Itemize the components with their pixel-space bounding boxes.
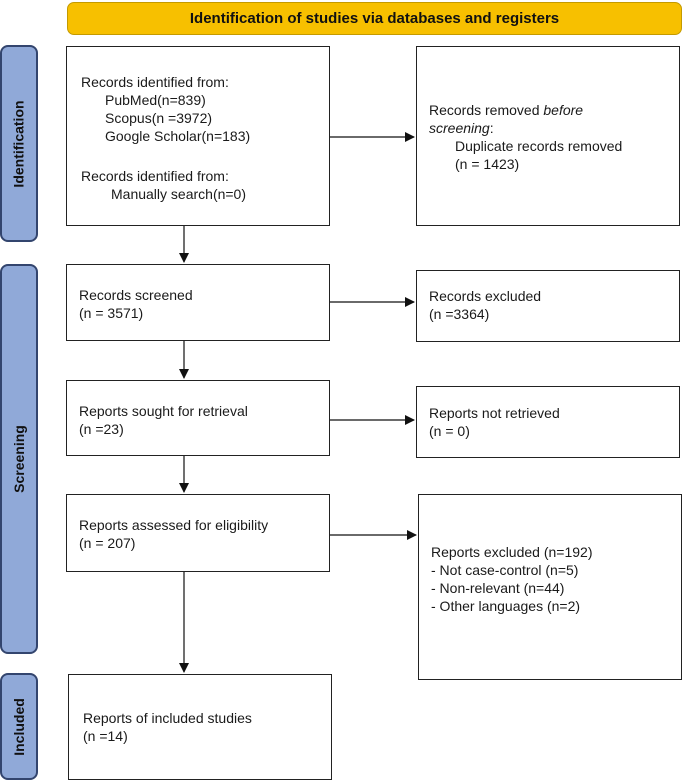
included-studies-count: (n =14) bbox=[83, 728, 128, 744]
records-removed-count: (n = 1423) bbox=[455, 156, 520, 172]
records-removed-colon: : bbox=[489, 120, 494, 136]
records-identified-box: Records identified from: PubMed(n=839) S… bbox=[66, 46, 330, 226]
reports-not-retrieved-box: Reports not retrieved (n = 0) bbox=[416, 386, 680, 458]
records-identified-scopus: Scopus(n =3972) bbox=[105, 110, 213, 126]
included-studies-label: Reports of included studies bbox=[83, 710, 252, 726]
records-excluded-count: (n =3364) bbox=[429, 306, 490, 322]
records-removed-screening: screening bbox=[429, 120, 490, 136]
included-studies-box: Reports of included studies (n =14) bbox=[68, 674, 332, 780]
records-removed-duplicates: Duplicate records removed bbox=[455, 138, 623, 154]
reports-assessed-box: Reports assessed for eligibility (n = 20… bbox=[66, 494, 330, 572]
reports-excluded-reason-1: - Not case-control (n=5) bbox=[431, 562, 579, 578]
reports-excluded-reason-3: - Other languages (n=2) bbox=[431, 598, 581, 614]
records-identified-pubmed: PubMed(n=839) bbox=[105, 92, 206, 108]
records-identified-scholar: Google Scholar(n=183) bbox=[105, 128, 251, 144]
reports-sought-label: Reports sought for retrieval bbox=[79, 403, 248, 419]
records-removed-box: Records removed before screening: Duplic… bbox=[416, 46, 680, 226]
records-screened-label: Records screened bbox=[79, 287, 193, 303]
records-excluded-box: Records excluded (n =3364) bbox=[416, 270, 680, 342]
records-identified-manual: Manually search(n=0) bbox=[111, 186, 247, 202]
reports-assessed-count: (n = 207) bbox=[79, 535, 136, 551]
reports-assessed-label: Reports assessed for eligibility bbox=[79, 517, 269, 533]
phase-included: Included bbox=[0, 673, 38, 780]
phase-identification: Identification bbox=[0, 45, 38, 242]
records-screened-box: Records screened (n = 3571) bbox=[66, 264, 330, 341]
reports-not-retrieved-count: (n = 0) bbox=[429, 423, 470, 439]
records-removed-line2: screening: bbox=[429, 119, 494, 137]
records-removed-line1: Records removed before bbox=[429, 101, 583, 119]
records-removed-before: before bbox=[543, 102, 584, 118]
records-identified-manual-heading: Records identified from: bbox=[81, 168, 229, 184]
records-excluded-label: Records excluded bbox=[429, 288, 542, 304]
records-identified-line1: Records identified from: bbox=[81, 74, 229, 90]
header-title: Identification of studies via databases … bbox=[189, 10, 560, 27]
reports-excluded-reason-2: - Non-relevant (n=44) bbox=[431, 580, 565, 596]
phase-screening: Screening bbox=[0, 264, 38, 654]
reports-not-retrieved-label: Reports not retrieved bbox=[429, 405, 560, 421]
reports-excluded-box: Reports excluded (n=192) - Not case-cont… bbox=[418, 494, 682, 680]
reports-sought-box: Reports sought for retrieval (n =23) bbox=[66, 380, 330, 456]
header-banner: Identification of studies via databases … bbox=[67, 2, 682, 35]
reports-excluded-label: Reports excluded (n=192) bbox=[431, 544, 593, 560]
reports-sought-count: (n =23) bbox=[79, 421, 124, 437]
records-removed-line1-text: Records removed bbox=[429, 102, 544, 118]
records-screened-count: (n = 3571) bbox=[79, 305, 144, 321]
